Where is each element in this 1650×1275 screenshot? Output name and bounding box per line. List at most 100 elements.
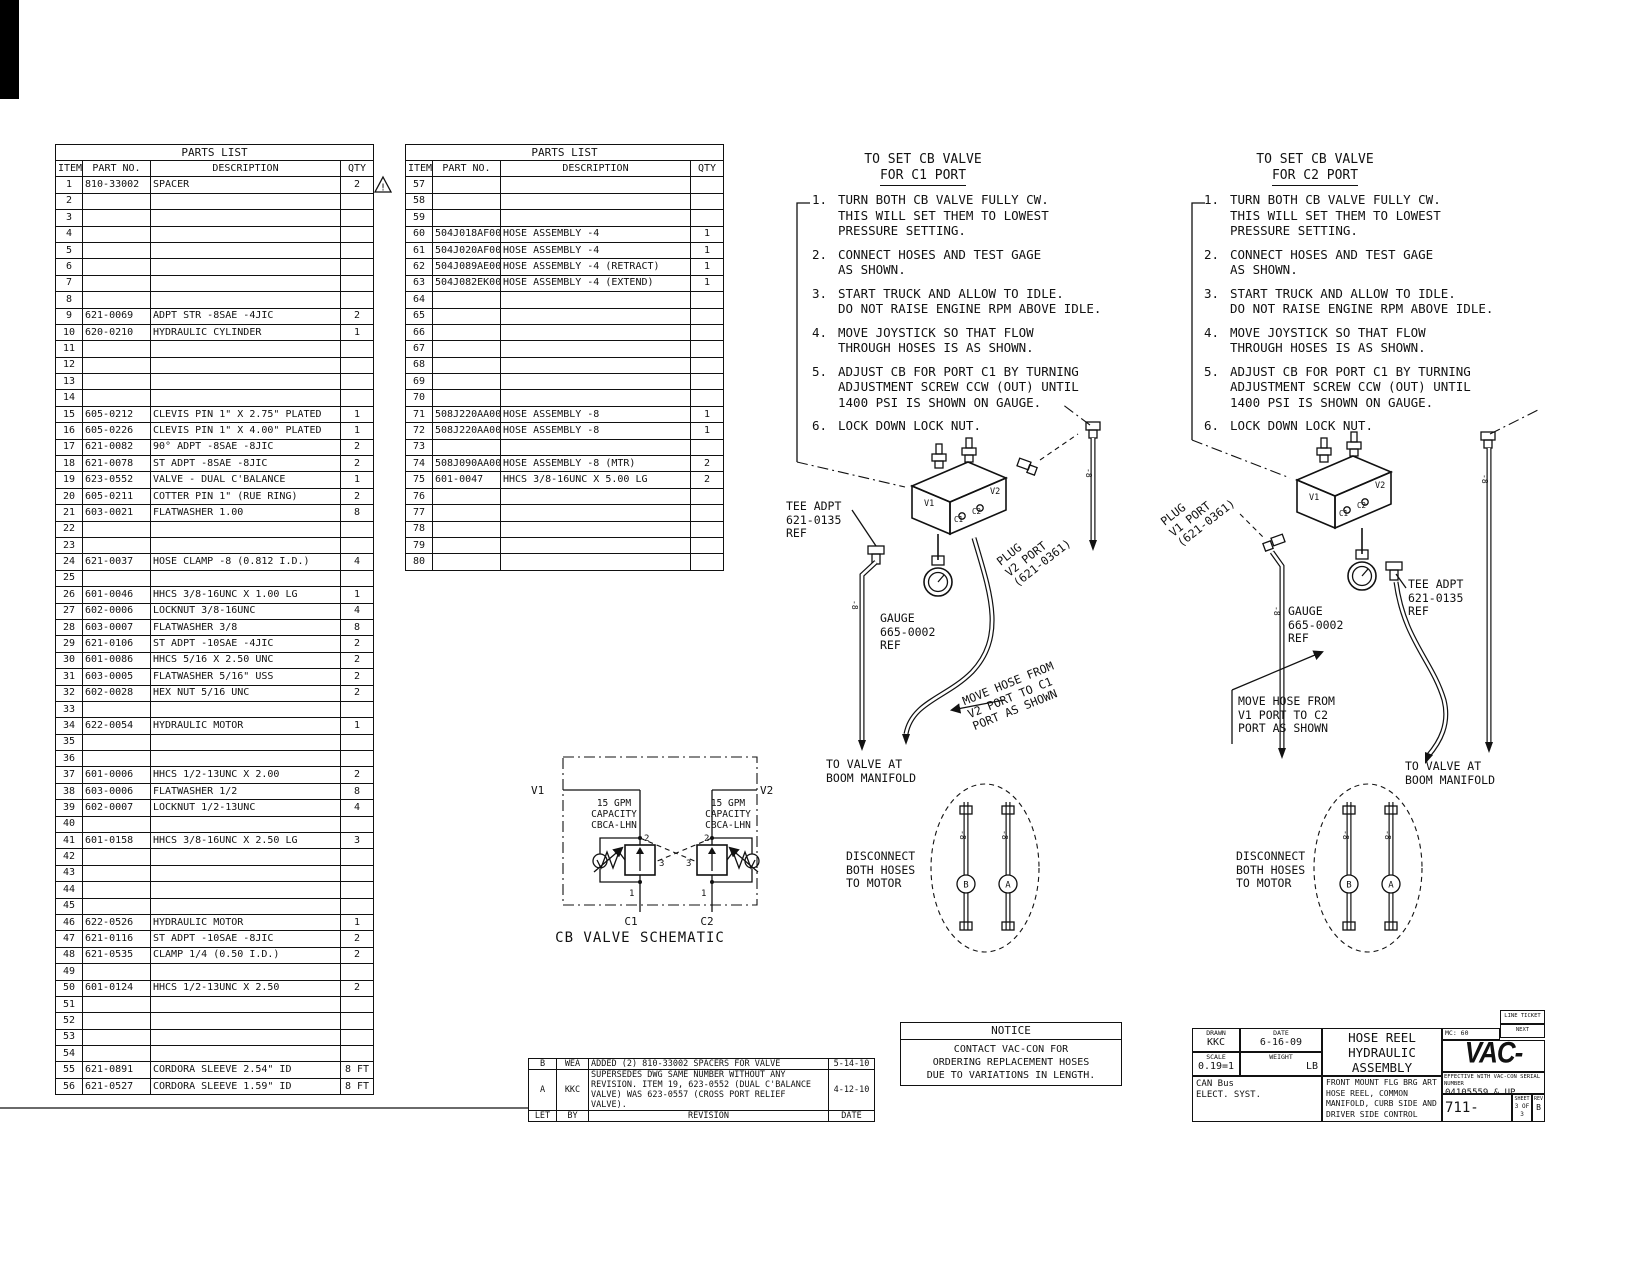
revision-letter: A [528,1069,557,1111]
cell-qty [689,356,725,375]
table-row: 59 [405,209,725,227]
cell-part: 621-0082 [82,438,151,457]
step-text: ADJUST CB FOR PORT C1 BY TURNING ADJUSTM… [1230,363,1471,410]
step-number: 6. [812,418,828,433]
table-row: 61 504J020AF00 HOSE ASSEMBLY -4 1 [405,241,725,260]
cell-part [82,520,151,538]
cell-qty [339,291,375,309]
table-row: 5 [55,241,375,260]
cell-qty: 2 [339,668,375,686]
instruction-step: 1. TURN BOTH CB VALVE FULLY CW. THIS WIL… [1204,192,1504,239]
cell-item: 21 [55,504,83,522]
revision-footer-row: LET BY REVISION DATE [528,1110,875,1122]
table-row: 1 810-33002 SPACER 2 [55,176,375,194]
cell-desc [150,192,341,211]
port-label-c2: C2 [972,507,981,516]
revision-row: A KKC SUPERSEDES DWG SAME NUMBER WITHOUT… [528,1069,875,1111]
cell-item: 29 [55,635,83,653]
step-number: 2. [812,246,828,262]
parts-list-title: PARTS LIST [54,144,375,161]
cell-desc [150,700,341,719]
cell-desc: HEX NUT 5/16 UNC [150,684,341,702]
cell-qty: 2 [339,176,375,194]
c2-disconnect-label: DISCONNECT BOTH HOSES TO MOTOR [1236,849,1306,890]
cell-qty [339,963,375,981]
cell-part: 621-0069 [82,307,151,325]
table-row: 55 621-0891 CORDORA SLEEVE 2.54" ID 8 FT [55,1061,375,1079]
cell-desc [500,192,691,211]
table-row: 44 [55,881,375,899]
cell-part: 605-0212 [82,405,151,424]
sheet-value: 3 OF 3 [1514,1103,1530,1118]
cell-qty: 1 [339,586,375,604]
cell-desc [150,848,341,866]
cell-item: 16 [55,422,83,440]
table-row: 11 [55,340,375,358]
schematic-c2-label: C2 [700,915,713,928]
table-row: 57 [405,176,725,194]
table-row: 53 [55,1028,375,1047]
table-row: 2 [55,192,375,211]
cell-part [82,1028,151,1047]
revision-row: B WEA ADDED (2) 810-33002 SPACERS FOR VA… [528,1058,875,1070]
cell-qty [689,389,725,407]
c2-tee-adpt-label: TEE ADPT 621-0135 REF [1408,577,1464,618]
cell-desc [150,241,341,260]
table-row: 75 601-0047 HHCS 3/8-16UNC X 5.00 LG 2 [405,471,725,489]
cell-qty: 2 [339,455,375,473]
cell-item: 65 [405,307,433,325]
table-row: 18 621-0078 ST ADPT -8SAE -8JIC 2 [55,455,375,473]
cell-desc: FLATWASHER 1/2 [150,782,341,801]
step-number: 1. [812,192,828,207]
cell-qty [689,323,725,342]
table-row: 58 [405,192,725,211]
port-label-c1: C1 [954,515,963,524]
cell-part: 602-0028 [82,684,151,702]
step-text: TURN BOTH CB VALVE FULLY CW. THIS WILL S… [1230,192,1441,238]
schematic-valve-spec-left: 15 GPM CAPACITY CBCA-LHN [591,798,637,831]
cell-qty [339,569,375,588]
table-row: 51 [55,995,375,1014]
cell-item: 30 [55,651,83,670]
step-text: START TRUCK AND ALLOW TO IDLE. DO NOT RA… [1230,285,1494,317]
parts-list-right: PARTS LIST ITEM PART NO. DESCRIPTION QTY… [404,144,725,571]
cell-desc: CLEVIS PIN 1" X 2.75" PLATED [150,405,341,424]
cell-item: 9 [55,307,83,325]
cell-item: 47 [55,930,83,948]
cell-qty [689,307,725,325]
cell-desc [500,373,691,391]
cell-qty [339,700,375,719]
cell-qty [689,536,725,555]
cell-part: 602-0007 [82,799,151,817]
hose-size-tag: -8 [1272,606,1281,616]
cell-item: 10 [55,323,83,342]
cell-qty: 1 [689,241,725,260]
schematic-port-1: 1 [629,889,634,899]
col-header-desc: DESCRIPTION [500,159,691,178]
step-text: CONNECT HOSES AND TEST GAGE AS SHOWN. [1230,246,1434,278]
revision-table: B WEA ADDED (2) 810-33002 SPACERS FOR VA… [528,1058,875,1122]
cell-part: 601-0086 [82,651,151,670]
cell-part [432,487,501,506]
hose-size-tag: -8 [1084,468,1093,478]
cell-qty [339,241,375,260]
cell-item: 41 [55,832,83,850]
revision-text: SUPERSEDES DWG SAME NUMBER WITHOUT ANY R… [588,1069,829,1111]
cell-part [82,373,151,391]
cell-part [432,504,501,522]
step-number: 3. [1204,285,1220,301]
cell-part [432,356,501,375]
cell-desc [150,569,341,588]
hose-tag-b: B [1346,881,1351,891]
cell-part [82,225,151,243]
parts-list-left: PARTS LIST ITEM PART NO. DESCRIPTION QTY… [54,144,375,1096]
cell-item: 19 [55,471,83,489]
c2-instructions-heading: TO SET CB VALVE FOR C2 PORT [1240,152,1390,186]
cell-desc [150,864,341,883]
cell-desc [500,209,691,227]
instruction-step: 6. LOCK DOWN LOCK NUT. [1204,418,1504,434]
cell-desc: ST ADPT -8SAE -8JIC [150,455,341,473]
cell-qty [339,815,375,834]
cell-qty: 1 [689,274,725,293]
